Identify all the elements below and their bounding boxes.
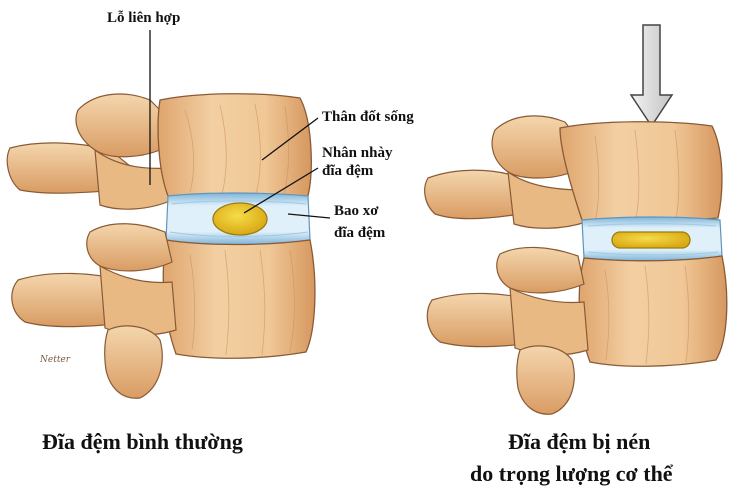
upper-articular-process [75,93,171,158]
label-nucleus-1: Nhân nhày [322,145,393,161]
upper-articular-process [491,115,581,179]
label-annulus-2: đĩa đệm [334,225,386,241]
upper-transverse-process [424,169,536,220]
caption-normal: Đĩa đệm bình thường [42,429,243,454]
inferior-articular-process [104,325,163,399]
normal-spine-segment: Netter [6,30,331,399]
caption-compressed-1: Đĩa đệm bị nén [508,429,650,454]
lower-vertebral-body [578,255,728,367]
lower-pedicle [509,287,589,356]
nucleus-pulposus [212,202,268,236]
leader-vertebral-body [261,117,319,161]
leader-annulus [287,213,331,219]
load-arrow-icon [629,24,674,128]
lower-articular-process [86,223,173,272]
label-vertebral-body: Thân đốt sống [322,109,414,125]
label-foramen: Lỗ liên hợp [107,10,180,26]
caption-compressed-2: do trọng lượng cơ thể [470,461,674,486]
upper-vertebral-body [559,121,723,222]
label-nucleus-2: đĩa đệm [322,163,374,179]
inferior-articular-process [516,345,575,415]
compressed-nucleus [611,231,691,249]
compressed-spine-segment [424,24,728,415]
leader-nucleus [243,167,319,214]
label-annulus-1: Bao xơ [334,203,379,219]
lower-articular-process [496,246,585,294]
artist-signature: Netter [39,355,71,365]
